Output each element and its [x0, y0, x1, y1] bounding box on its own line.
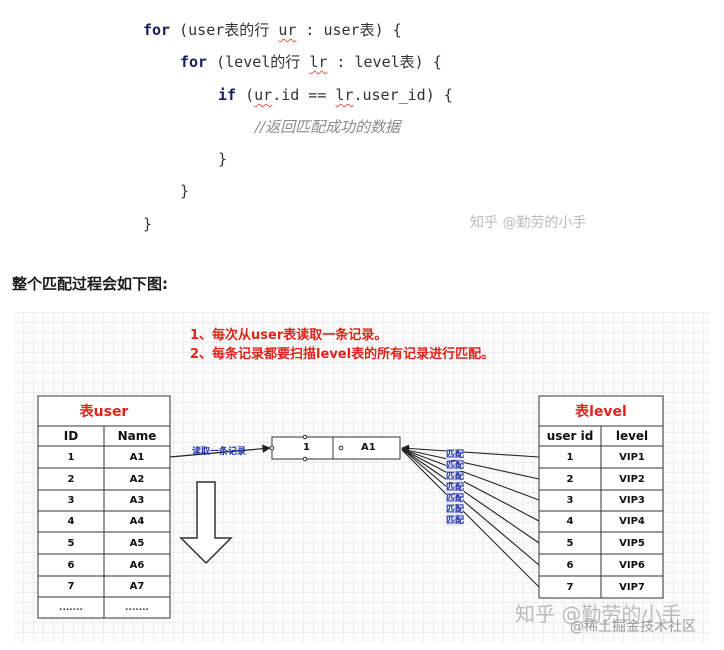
- user-cell: A4: [129, 516, 145, 527]
- level-cell: VIP1: [619, 451, 645, 463]
- user-cell: A7: [129, 581, 145, 592]
- user-cell: .......: [125, 602, 149, 613]
- user-cell: 2: [67, 473, 75, 485]
- level-cell: VIP6: [619, 559, 645, 571]
- read-record-label: 读取一条记录: [192, 447, 247, 457]
- user-cell: A5: [129, 537, 145, 549]
- match-label: 匹配: [446, 450, 465, 460]
- match-label: 匹配: [446, 505, 465, 515]
- level-cell: 6: [566, 559, 574, 571]
- level-cell: 4: [566, 516, 574, 527]
- code-block: for (user表的行 ur : user表) { for (level的行 …: [0, 0, 724, 250]
- diagram-note-2: 2、每条记录都要扫描level表的所有记录进行匹配。: [190, 347, 495, 362]
- diagram-note-1: 1、每次从user表读取一条记录。: [190, 328, 388, 343]
- user-cell: 3: [67, 495, 75, 506]
- watermark-bottom-2: @稀土掘金技术社区: [570, 619, 696, 635]
- user-cell: .......: [59, 602, 83, 613]
- user-cell: 7: [67, 581, 75, 592]
- watermark-top: 知乎 @勤劳的小手: [470, 215, 587, 231]
- user-cell: 4: [67, 516, 75, 527]
- user-cell: A3: [129, 495, 145, 506]
- code-line-3: if (ur.id == lr.user_id) {: [218, 86, 453, 104]
- level-header-user-id: user id: [546, 429, 594, 443]
- code-line-6: }: [180, 182, 190, 200]
- user-cell: A2: [129, 473, 145, 485]
- level-table-title: 表level: [575, 404, 627, 420]
- user-header-name: Name: [117, 429, 157, 443]
- level-cell: VIP2: [619, 473, 645, 485]
- level-cell: VIP3: [619, 495, 645, 506]
- record-box-name: A1: [361, 442, 376, 453]
- user-cell: 5: [67, 537, 75, 549]
- user-cell: 1: [67, 451, 75, 463]
- match-arrows: [401, 444, 540, 588]
- match-label: 匹配: [446, 472, 465, 482]
- level-cell: 2: [566, 473, 574, 485]
- record-box-id: 1: [303, 442, 310, 453]
- section-heading: 整个匹配过程会如下图:: [12, 275, 168, 293]
- match-label: 匹配: [446, 483, 465, 493]
- read-arrow: [169, 444, 271, 458]
- level-cell: 5: [566, 537, 574, 549]
- watermark-bottom: 知乎 @勤劳的小手: [515, 602, 682, 626]
- user-cell: A1: [129, 451, 145, 463]
- code-line-7: }: [143, 215, 153, 233]
- level-cell: 7: [566, 581, 574, 593]
- code-line-2: for (level的行 lr : level表) {: [180, 53, 442, 71]
- down-arrow-icon: [179, 481, 233, 565]
- user-header-id: ID: [63, 429, 79, 443]
- code-line-5: }: [218, 150, 228, 168]
- user-table-title: 表user: [79, 404, 129, 420]
- level-cell: VIP7: [619, 581, 645, 593]
- level-cell: VIP4: [619, 516, 645, 527]
- record-box: [269, 434, 401, 462]
- match-label: 匹配: [446, 494, 465, 504]
- level-cell: 3: [566, 495, 574, 506]
- match-label: 匹配: [446, 516, 465, 526]
- match-label: 匹配: [446, 461, 465, 471]
- level-header-level: level: [615, 429, 649, 443]
- code-comment: //返回匹配成功的数据: [255, 118, 401, 136]
- level-table-grid: [538, 395, 664, 599]
- user-cell: A6: [129, 559, 145, 571]
- user-table-grid: [37, 395, 171, 619]
- code-line-1: for (user表的行 ur : user表) {: [143, 21, 402, 39]
- level-cell: 1: [566, 451, 574, 463]
- user-cell: 6: [67, 559, 75, 571]
- level-cell: VIP5: [619, 537, 645, 549]
